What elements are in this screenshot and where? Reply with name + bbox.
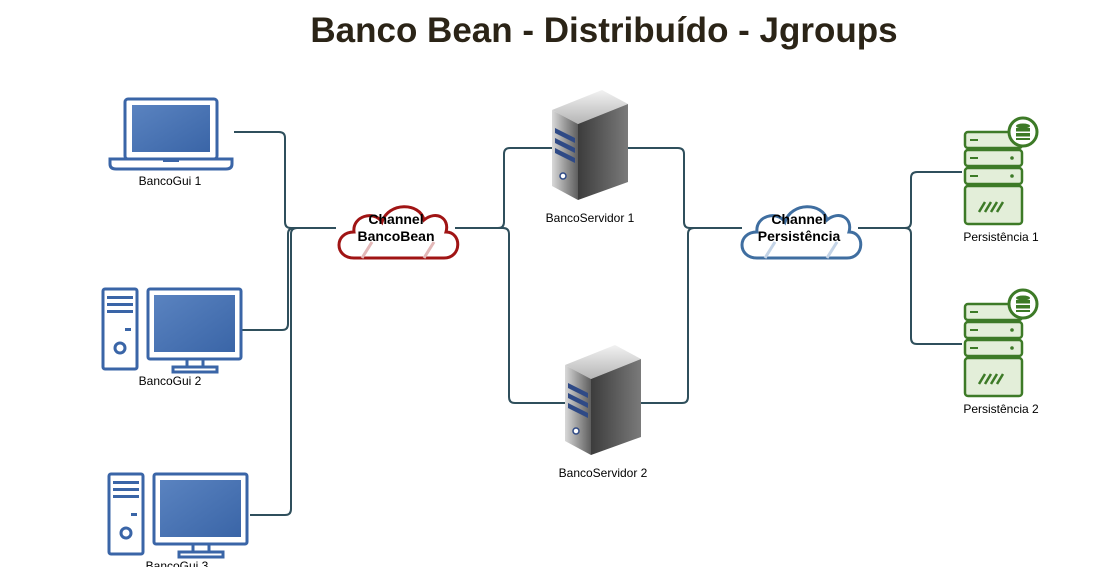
channel-bancobean-cloud: Channel BancoBean (337, 205, 460, 260)
server-tower-icon (564, 344, 642, 456)
channel-label-line2: BancoBean (357, 228, 434, 244)
server-bancoservidor-1: BancoServidor 1 (546, 89, 635, 225)
connector-gui3-channel (250, 227, 336, 516)
connector-server2-persist (641, 227, 742, 404)
connectors (234, 131, 962, 516)
desktop-computer-icon (101, 287, 243, 374)
channel-label-line1: Channel (368, 211, 423, 227)
client-bancogui-2: BancoGui 2 (101, 287, 243, 388)
database-server-icon (963, 288, 1039, 398)
channel-label-line1: Channel (771, 211, 826, 227)
connector-channel-server1 (455, 147, 552, 229)
connector-server1-persist (628, 147, 742, 229)
laptop-icon (108, 97, 234, 171)
database-server-icon (963, 116, 1039, 226)
client-bancogui-1: BancoGui 1 (108, 97, 234, 188)
persistence-label: Persistência 1 (963, 230, 1039, 244)
channel-label-line2: Persistência (758, 228, 841, 244)
connector-persist-db1 (858, 171, 962, 229)
connector-gui1-channel (234, 131, 336, 229)
connector-persist-db2 (858, 227, 962, 345)
persistence-label: Persistência 2 (963, 402, 1039, 416)
server-label: BancoServidor 1 (546, 211, 635, 225)
connector-channel-server2 (455, 227, 565, 404)
client-bancogui-3: BancoGui 3 (107, 472, 249, 567)
persistence-1: Persistência 1 (963, 116, 1039, 244)
server-label: BancoServidor 2 (559, 466, 648, 480)
connector-gui2-channel (242, 227, 336, 331)
client-label: BancoGui 3 (146, 559, 209, 567)
desktop-computer-icon (107, 472, 249, 559)
persistence-2: Persistência 2 (963, 288, 1039, 416)
channel-persistencia-cloud: Channel Persistência (740, 205, 863, 260)
server-tower-icon (551, 89, 629, 201)
client-label: BancoGui 1 (139, 174, 202, 188)
client-label: BancoGui 2 (139, 374, 202, 388)
diagram-title: Banco Bean - Distribuído - Jgroups (310, 11, 897, 50)
server-bancoservidor-2: BancoServidor 2 (559, 344, 648, 480)
